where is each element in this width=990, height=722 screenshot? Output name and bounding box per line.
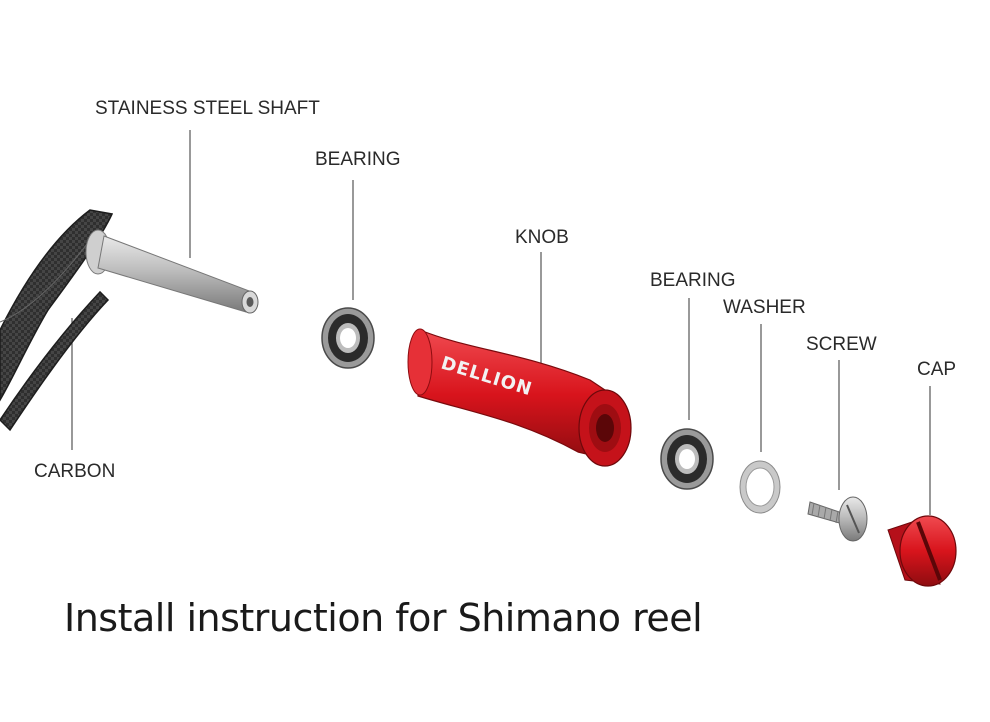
label-bearing-right: BEARING	[650, 270, 736, 291]
caption-title: Install instruction for Shimano reel	[64, 596, 702, 640]
label-cap: CAP	[917, 359, 956, 380]
cap	[888, 516, 956, 586]
knob: DELLION	[408, 329, 631, 466]
steel-shaft	[86, 230, 258, 313]
label-bearing-left: BEARING	[315, 149, 401, 170]
label-knob: KNOB	[515, 227, 569, 248]
label-washer: WASHER	[723, 297, 806, 318]
bearing-right	[661, 429, 713, 489]
label-screw: SCREW	[806, 334, 877, 355]
washer	[740, 461, 780, 513]
bearing-left	[322, 308, 374, 368]
label-shaft: STAINESS STEEL SHAFT	[95, 98, 320, 119]
screw	[808, 497, 867, 541]
label-carbon: CARBON	[34, 461, 115, 482]
